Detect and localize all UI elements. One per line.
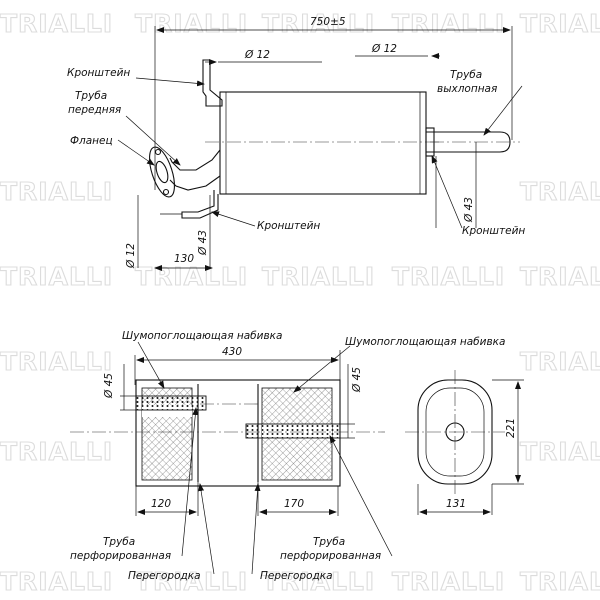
bracket-top [202,59,223,107]
muffler-body [219,91,427,195]
overall-length-label: 750±5 [310,16,346,28]
watermark: TRIALLI [520,567,600,596]
bracket-bottom [181,190,219,219]
label-baffle-left: Перегородка [128,570,201,582]
watermark: TRIALLI [0,347,113,376]
watermark: TRIALLI [135,567,248,596]
label-baffle-right: Перегородка [260,570,333,582]
inlet-diameter-label: Ø 45 [103,373,115,399]
muffler-left-diameter-label: Ø 43 [197,230,209,256]
flange [148,146,176,198]
label-packing-left: Шумопоглощающая набивка [122,330,282,342]
chamber2-length-label: 170 [284,498,304,510]
front-pipe [169,149,221,171]
label-perforated-right: Труба [313,536,345,548]
watermark: TRIALLI [135,262,248,291]
watermark: TRIALLI [520,347,600,376]
watermark: TRIALLI [0,262,113,291]
watermark: TRIALLI [392,567,505,596]
perforated-tube-left [135,395,207,411]
perforated-tube-right [245,423,341,439]
label-bracket-bottom: Кронштейн [257,220,320,232]
watermark: TRIALLI [392,262,505,291]
section-view: 430 Ø 45 Ø 45 120 170 [70,330,505,582]
label-bracket-top: Кронштейн [67,67,130,79]
end-height-label: 221 [505,418,517,438]
watermark: TRIALLI [262,9,375,38]
top-view: 750±5 Ø 12 Ø 12 Ø 12 [67,16,525,271]
label-perforated-left: перфорированная [70,550,171,562]
label-front-pipe: Труба [75,90,107,102]
watermark: TRIALLI [0,9,113,38]
watermark: TRIALLI [392,9,505,38]
label-exhaust-pipe: выхлопная [437,83,497,95]
flange-offset-label: 130 [174,253,194,265]
end-width-label: 131 [446,498,466,510]
label-bracket-right: Кронштейн [462,225,525,237]
label-packing-right: Шумопоглощающая набивка [345,336,505,348]
outlet-diameter-label: Ø 45 [351,367,363,393]
body-length-label: 430 [222,346,242,358]
watermark: TRIALLI [520,262,600,291]
muffler-right-diameter-label: Ø 43 [463,197,475,223]
watermark: TRIALLI [520,177,600,206]
watermark: TRIALLI [520,437,600,466]
watermark: TRIALLI [135,9,248,38]
watermark: TRIALLI [262,262,375,291]
front-pipe-diameter-label: Ø 12 [244,49,270,61]
watermark: TRIALLI [0,177,113,206]
rod-diameter-label: Ø 12 [125,243,137,269]
watermark: TRIALLI [0,567,113,596]
label-exhaust-pipe: Труба [450,69,482,81]
watermark: TRIALLI [0,437,113,466]
watermark-grid: TRIALLI TRIALLI TRIALLI TRIALLI TRIALLI … [0,8,600,596]
watermark: TRIALLI [520,9,600,38]
label-perforated-left: Труба [103,536,135,548]
chamber1-length-label: 120 [151,498,171,510]
label-front-pipe: передняя [68,104,121,116]
rear-pipe-diameter-label: Ø 12 [371,43,397,55]
watermark: TRIALLI [262,567,375,596]
label-perforated-right: перфорированная [280,550,381,562]
label-flange: Фланец [70,135,113,147]
end-view: 221 131 [405,370,524,515]
